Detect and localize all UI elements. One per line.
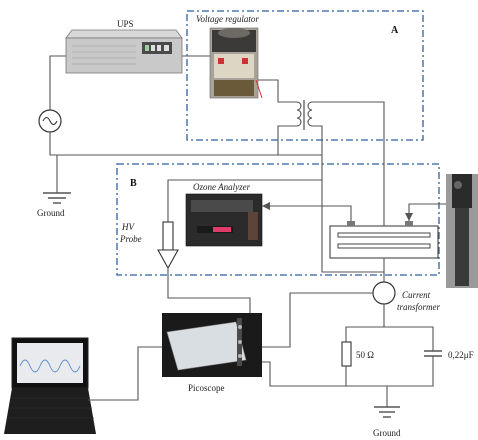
region-b-label: B <box>130 178 137 189</box>
ozone-analyzer-label: Ozone Analyzer <box>193 182 251 192</box>
ground-label-top: Ground <box>37 208 65 218</box>
laptop-device <box>4 337 96 434</box>
hv-probe-label-line1: HV <box>121 222 135 232</box>
region-b-box <box>116 163 440 276</box>
current-transformer-ring <box>372 281 396 305</box>
capacitor-symbol <box>424 350 442 357</box>
ac-sine-icon <box>42 116 58 126</box>
ground-label-bottom: Ground <box>373 428 401 438</box>
reactor-cell <box>329 221 439 259</box>
ground-symbol-top <box>43 192 71 204</box>
region-a-box <box>186 10 424 141</box>
transformer-coils <box>296 100 313 130</box>
ups-label: UPS <box>117 19 134 29</box>
resistor-label: 50 Ω <box>356 350 374 360</box>
wiring <box>49 55 446 407</box>
picoscope-device <box>162 313 262 377</box>
ups-device <box>65 29 183 74</box>
current-transformer-label-line2: transformer <box>397 302 441 312</box>
voltage-regulator-device <box>209 27 263 99</box>
voltage-regulator-label: Voltage regulator <box>196 14 259 24</box>
picoscope-label: Picoscope <box>188 383 225 393</box>
hv-probe-symbol <box>157 221 179 270</box>
current-transformer-label-line1: Current <box>402 290 431 300</box>
gas-cylinder-photo <box>446 174 478 288</box>
ground-symbol-bottom <box>374 406 400 418</box>
hv-probe-label-line2: Probe <box>119 234 142 244</box>
ozone-analyzer-device <box>185 193 263 247</box>
capacitor-label: 0,22μF <box>448 350 474 360</box>
resistor-symbol <box>341 341 352 367</box>
region-a-label: A <box>391 25 399 36</box>
